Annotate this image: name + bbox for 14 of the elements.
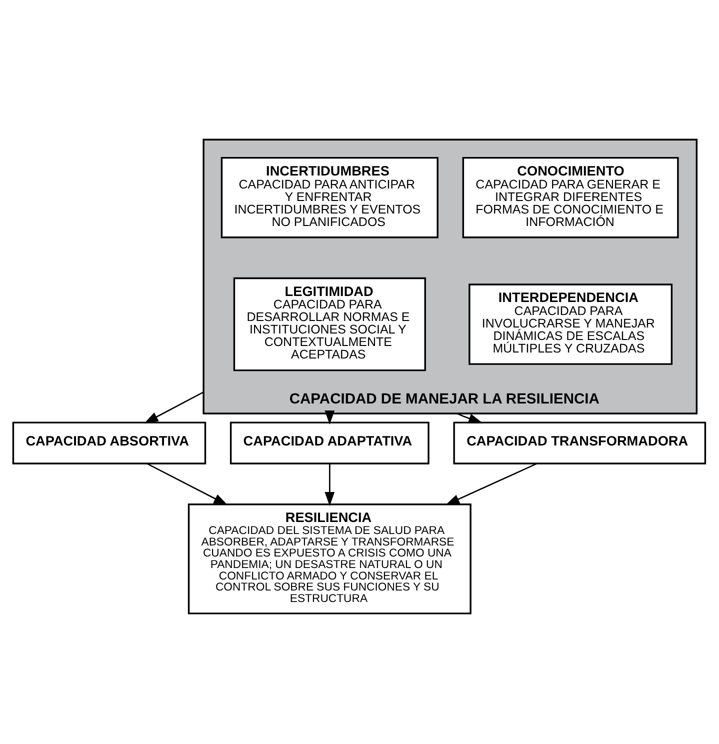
node-box: CONOCIMIENTO CAPACIDAD PARA GENERAR E INTEGRAR DIFERENTES FORMAS DE CONOCIMIENTO E INFORMACIÓN (462, 156, 679, 238)
node-box: CAPACIDAD TRANSFORMADORA (453, 422, 706, 464)
node-box: RESILIENCIA CAPACIDAD DEL SISTEMA DE SALUD PARA ABSORBER, ADAPTARSE Y TRANSFORMARSE CUANDO ES EXPUESTO A CRISIS COMO UNA PANDEMIA; UN DESASTRE NATURAL O UN CONFLICTO ARMADO Y CONSERVAR EL CONTROL SOBRE SUS FUNCIONES Y SU ESTRUCTURA (188, 504, 472, 614)
arrow (146, 463, 228, 506)
node-box: LEGITIMIDAD CAPACIDAD PARA DESARROLLAR NORMAS E INSTITUCIONES SOCIAL Y CONTEXTUALMENTE ACEPTADAS (233, 277, 426, 372)
node-box: INCERTIDUMBRES CAPACIDAD PARA ANTICIPAR Y ENFRENTAR INCERTIDUMBRES Y EVENTOS NO PLANIFICADOS (220, 156, 438, 238)
node-box: CAPACIDAD ADAPTATIVA (230, 422, 430, 464)
node-box: CAPACIDAD ABSORTIVA (12, 422, 206, 464)
arrow (324, 410, 335, 425)
arrow (445, 463, 537, 506)
arrow (324, 464, 335, 506)
arrow (456, 412, 483, 424)
arrow (144, 391, 204, 424)
node-box: INTERDEPENDENCIA CAPACIDAD PARA INVOLUCRARSE Y MANEJAR DINÁMICAS DE ESCALAS MÚLTIPLES Y CRUZADAS (468, 284, 673, 365)
